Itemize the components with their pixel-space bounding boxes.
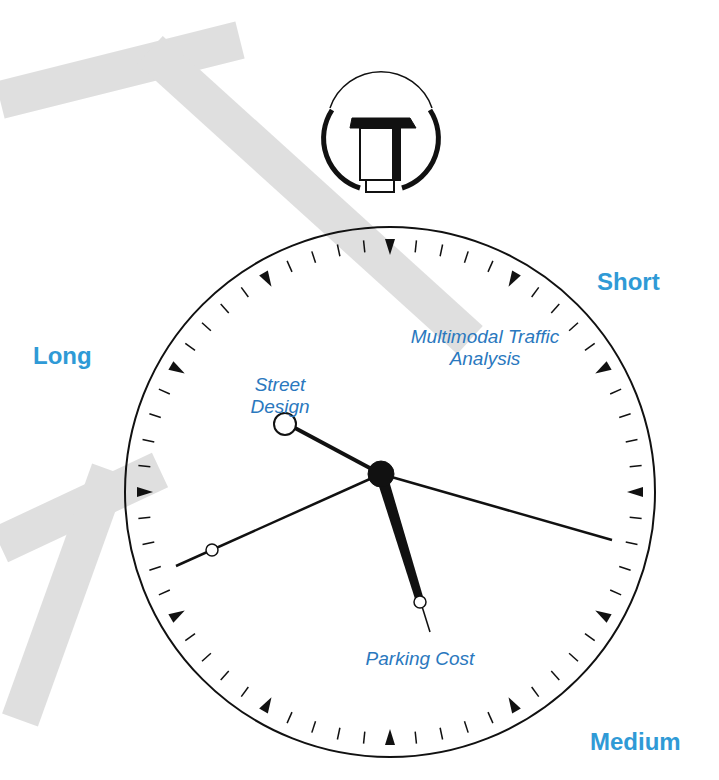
minor-tick — [364, 732, 365, 744]
minor-tick — [610, 389, 621, 394]
minor-tick — [364, 240, 365, 252]
minor-tick — [585, 343, 595, 350]
strategy-label: Street Design — [240, 374, 320, 418]
hands — [176, 413, 612, 632]
minor-tick — [569, 323, 578, 331]
major-tick — [595, 361, 611, 373]
minor-tick — [440, 728, 442, 740]
minor-tick — [149, 566, 160, 570]
minor-tick — [415, 240, 416, 252]
minor-tick — [185, 343, 195, 350]
minor-tick — [440, 245, 442, 257]
major-tick — [627, 487, 643, 497]
minor-tick — [569, 653, 578, 661]
minor-tick — [488, 261, 493, 272]
timescale-label: Short — [597, 268, 660, 296]
minor-tick — [143, 542, 155, 544]
timescale-label: Medium — [590, 728, 681, 756]
major-tick — [595, 611, 611, 623]
minor-tick — [626, 542, 638, 544]
strategy-label: Parking Cost — [350, 648, 490, 670]
minor-tick — [312, 251, 316, 262]
major-tick — [509, 270, 521, 286]
strategy-label: Multimodal Traffic Analysis — [405, 326, 565, 370]
minor-tick — [221, 304, 229, 313]
major-tick — [259, 270, 271, 286]
dial-rim — [125, 227, 655, 757]
minor-tick — [143, 439, 155, 441]
major-tick — [385, 729, 395, 745]
minor-tick — [464, 721, 468, 732]
minor-tick — [630, 466, 642, 467]
minor-tick — [532, 687, 539, 697]
watermark — [0, 40, 470, 720]
minor-tick — [221, 671, 229, 680]
minor-tick — [241, 687, 248, 697]
minor-tick — [415, 732, 416, 744]
minor-tick — [619, 414, 630, 418]
minor-tick — [312, 721, 316, 732]
major-tick — [259, 697, 271, 713]
minor-tick — [159, 590, 170, 595]
minor-tick — [337, 728, 339, 740]
major-tick — [137, 487, 153, 497]
minor-tick — [551, 671, 559, 680]
minor-tick — [488, 712, 493, 723]
minor-tick — [202, 653, 211, 661]
minor-tick — [551, 304, 559, 313]
minor-tick — [585, 634, 595, 641]
dial — [125, 227, 655, 757]
major-tick — [509, 697, 521, 713]
minor-tick — [138, 517, 150, 518]
minor-tick — [138, 466, 150, 467]
minor-tick — [626, 439, 638, 441]
major-tick — [168, 611, 184, 623]
minor-tick — [532, 287, 539, 297]
timescale-label: Long — [33, 342, 92, 370]
crown — [324, 72, 439, 192]
major-tick — [168, 361, 184, 373]
minor-tick — [464, 251, 468, 262]
minor-tick — [630, 517, 642, 518]
minor-tick — [202, 323, 211, 331]
minor-tick — [610, 590, 621, 595]
minor-tick — [619, 566, 630, 570]
minor-tick — [185, 634, 195, 641]
minor-tick — [287, 712, 292, 723]
minor-tick — [149, 414, 160, 418]
minor-tick — [241, 287, 248, 297]
minor-tick — [337, 245, 339, 257]
minor-tick — [287, 261, 292, 272]
major-tick — [385, 239, 395, 255]
minor-tick — [159, 389, 170, 394]
